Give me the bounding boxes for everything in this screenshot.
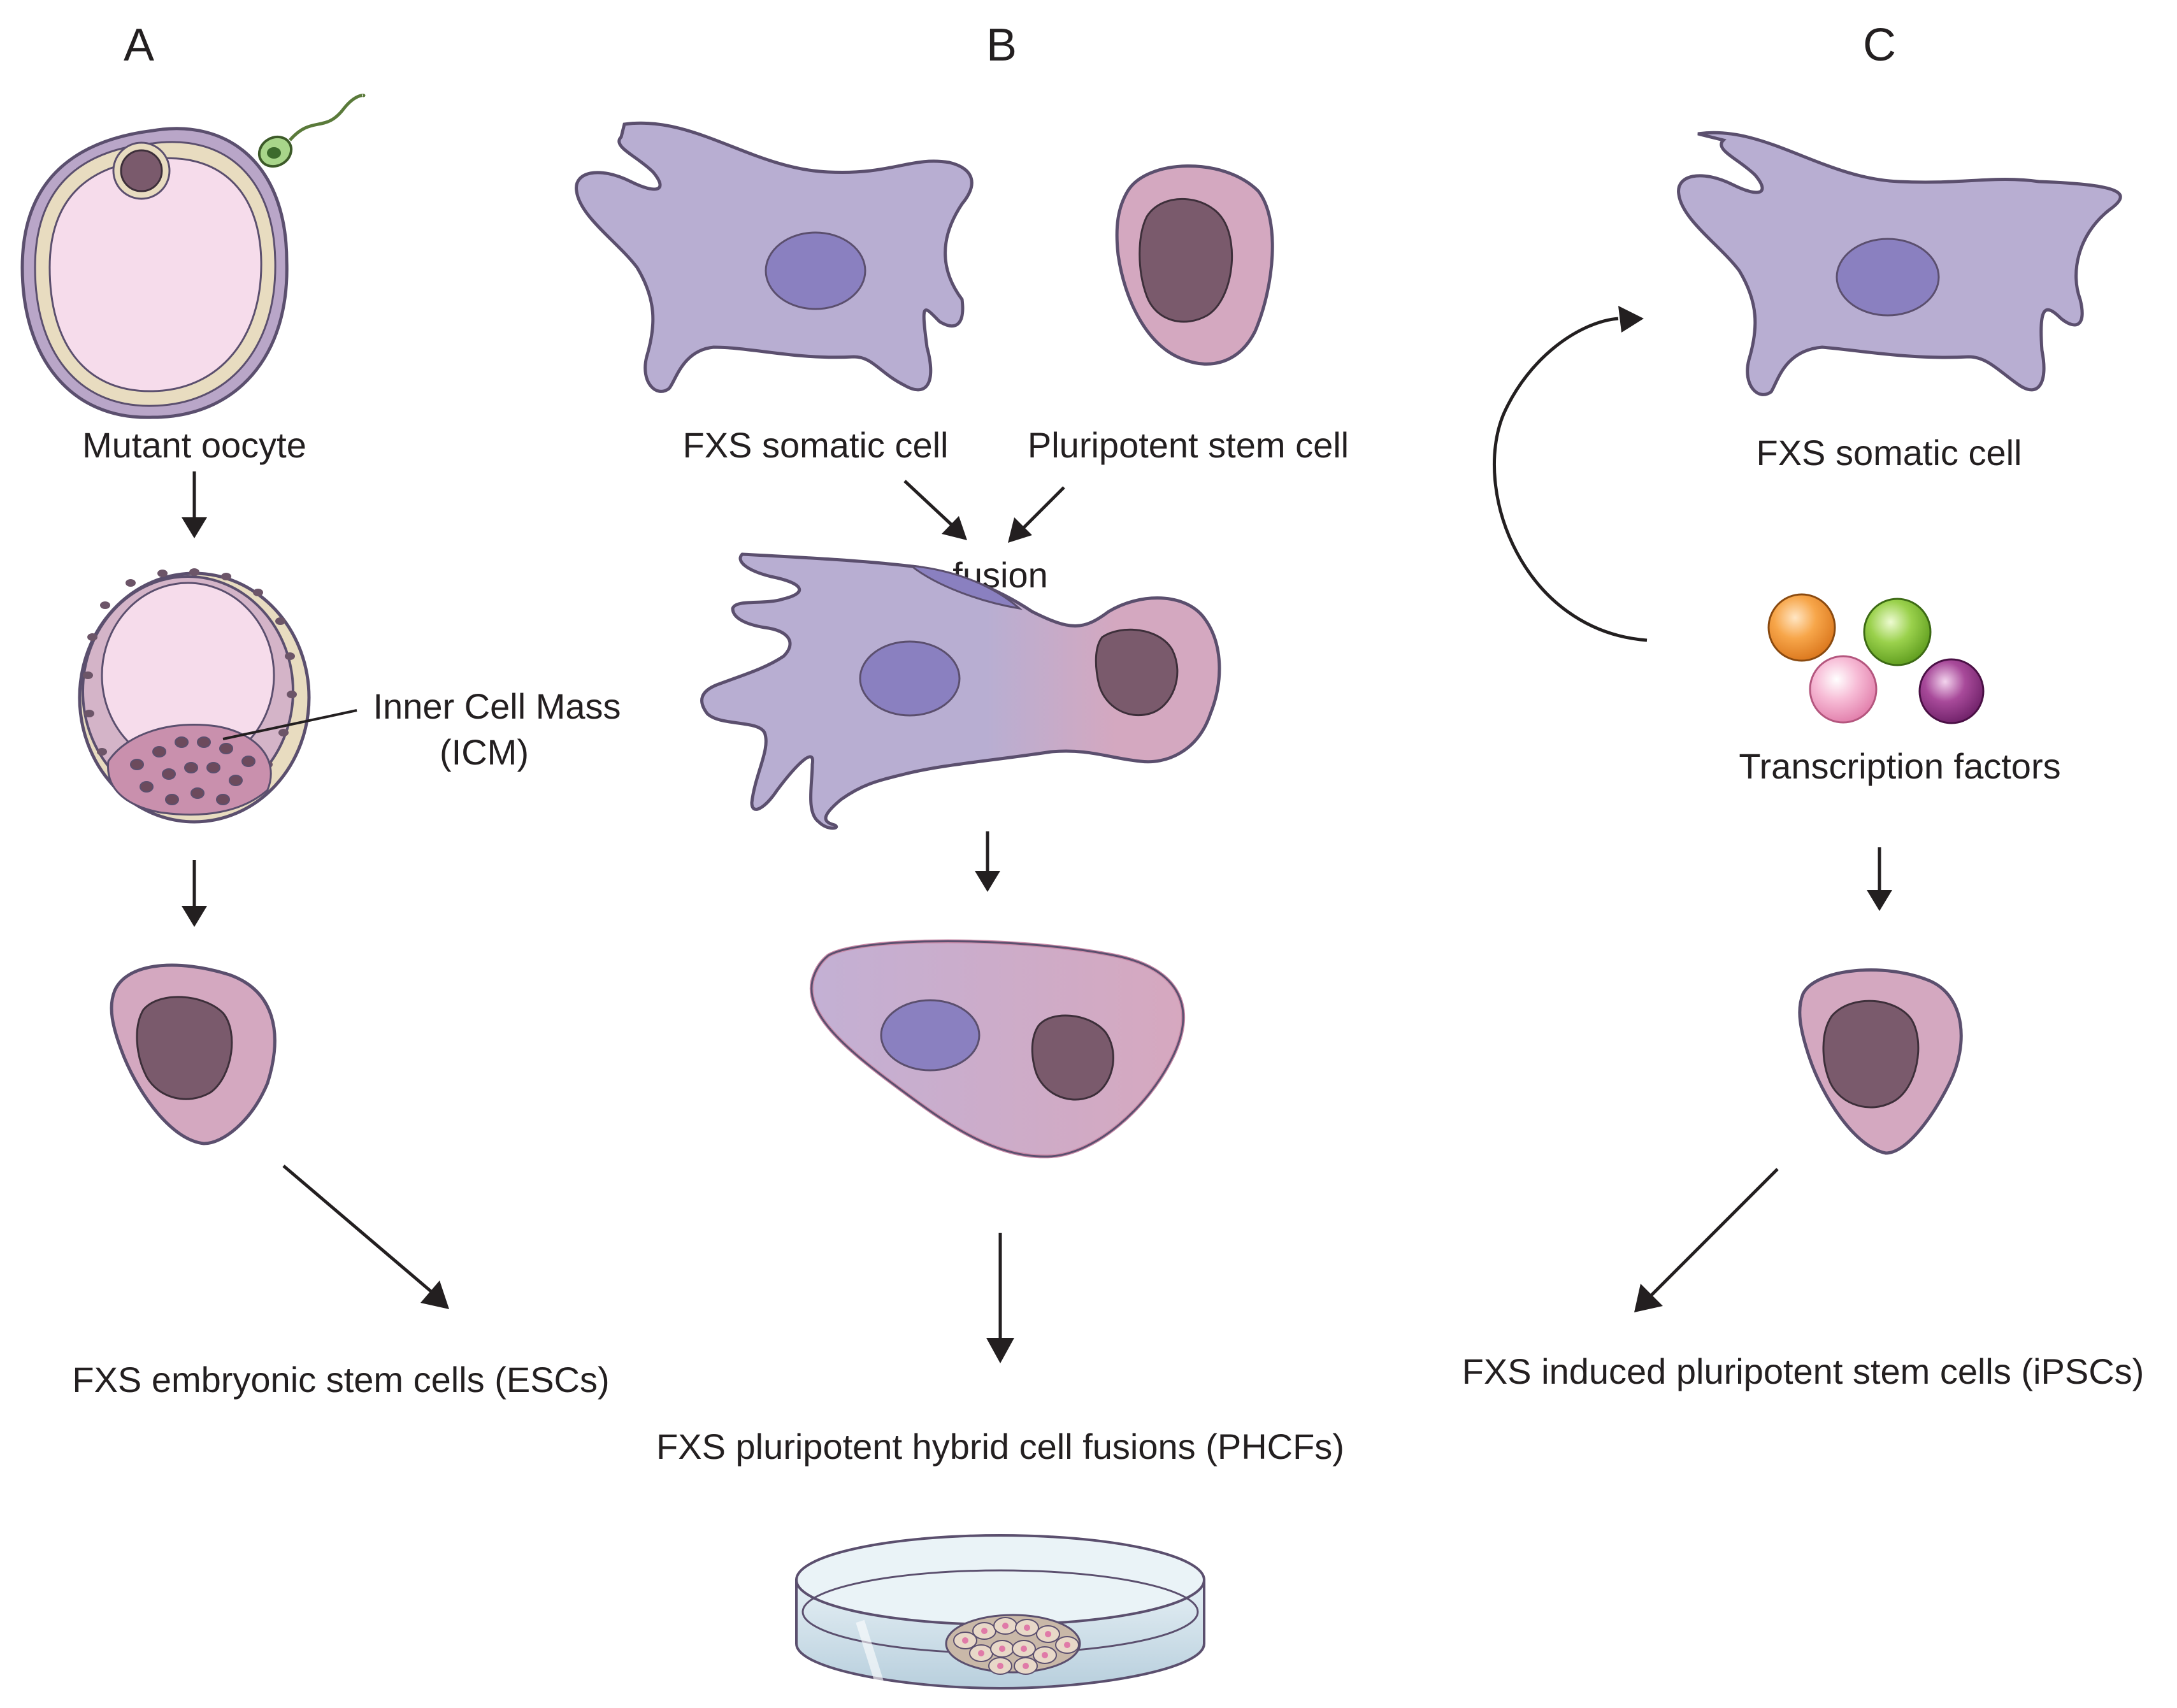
- arrow-a1: [182, 471, 207, 538]
- sperm-illustration: [257, 94, 366, 168]
- pluripotent-stem-cell-label: Pluripotent stem cell: [1028, 425, 1349, 465]
- arrow-a3: [282, 1165, 449, 1309]
- transcription-factors-illustration: [1767, 593, 1985, 724]
- fxs-somatic-cell-b-label: FXS somatic cell: [683, 425, 949, 465]
- icm-pointer-line: [222, 709, 357, 740]
- pluripotent-stem-cell-b-illustration: [1115, 164, 1274, 366]
- phcf-result-label: FXS pluripotent hybrid cell fusions (PHC…: [656, 1426, 1344, 1467]
- factor-orange: [1767, 593, 1836, 662]
- embryonic-stem-cell-illustration: [110, 963, 277, 1145]
- panel-c: FXS somatic cell Transcription factors: [1462, 131, 2145, 1391]
- arrow-c2: [1634, 1168, 1779, 1312]
- mutant-oocyte-label: Mutant oocyte: [82, 425, 306, 465]
- fxs-somatic-cell-c-illustration: [1677, 131, 2122, 396]
- icm-label-line2: (ICM): [440, 732, 529, 772]
- fused-cell-illustration: [700, 552, 1221, 830]
- hybrid-cell-illustration: [809, 939, 1186, 1159]
- blastocyst-illustration: [78, 568, 311, 824]
- ipsc-result-label: FXS induced pluripotent stem cells (iPSC…: [1462, 1351, 2145, 1391]
- arrow-c1: [1867, 847, 1892, 911]
- mutant-oocyte-illustration: [20, 127, 289, 419]
- panel-a-letter: A: [124, 20, 154, 71]
- panel-a: Mutant oocyte: [20, 94, 621, 1400]
- panel-c-letter: C: [1863, 20, 1896, 71]
- ipsc-cell-illustration: [1798, 968, 1963, 1155]
- arrow-a2: [182, 860, 207, 927]
- factor-purple: [1918, 658, 1985, 724]
- arrow-b2: [986, 1233, 1014, 1363]
- petri-dish-illustration: [795, 1534, 1205, 1690]
- arrow-b-left: [903, 480, 967, 540]
- panel-b-letter: B: [986, 20, 1017, 71]
- factor-pink: [1809, 655, 1878, 724]
- arrow-b-right: [1008, 486, 1065, 543]
- arrow-b1: [975, 831, 1000, 892]
- icm-label-line1: Inner Cell Mass: [373, 686, 621, 726]
- fxs-somatic-cell-c-label: FXS somatic cell: [1757, 433, 2022, 473]
- panel-b: FXS somatic cell Pluripotent stem cell f…: [575, 121, 1349, 1690]
- esc-result-label: FXS embryonic stem cells (ESCs): [72, 1360, 609, 1400]
- transcription-factors-label: Transcription factors: [1739, 746, 2060, 786]
- factor-green: [1863, 598, 1932, 666]
- curved-arrow-c: [1493, 306, 1648, 642]
- fxs-somatic-cell-b-illustration: [575, 121, 974, 393]
- cell-colony: [945, 1614, 1081, 1675]
